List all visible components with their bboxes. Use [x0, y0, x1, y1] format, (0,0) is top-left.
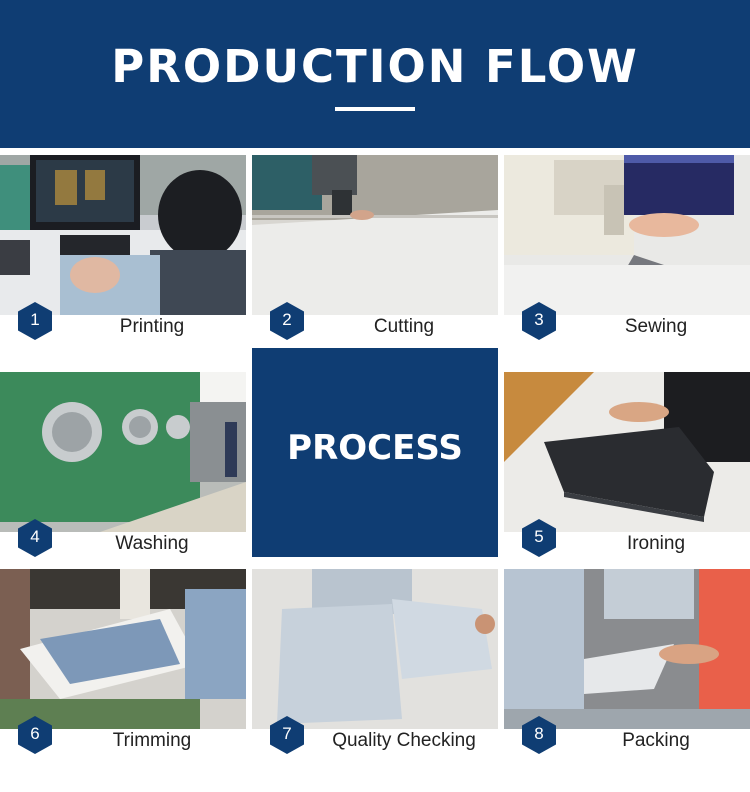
header-banner: PRODUCTION FLOW	[0, 0, 750, 148]
step-number: 3	[534, 310, 544, 329]
step-label: Printing	[119, 316, 185, 337]
step-number-badge: 1	[18, 302, 52, 340]
packing-photo	[504, 569, 750, 729]
title-underline	[335, 107, 415, 111]
step-number: 6	[30, 724, 40, 743]
step-number: 1	[30, 310, 40, 329]
page-title: PRODUCTION FLOW	[111, 40, 639, 93]
computer-design-photo	[0, 155, 246, 315]
fabric-cutting-photo	[252, 155, 498, 315]
step-caption-row: 6 Trimming	[0, 716, 246, 759]
step-caption-row: 3 Sewing	[504, 302, 750, 347]
step-number-badge: 7	[270, 716, 304, 754]
step-caption-row: 5 Ironing	[504, 519, 750, 557]
sewing-machine-photo	[504, 155, 750, 315]
process-center-box: PROCESS	[252, 348, 498, 557]
step-caption-row: 7 Quality Checking	[252, 716, 498, 759]
step-number: 8	[534, 724, 544, 743]
process-label: PROCESS	[287, 428, 463, 468]
step-caption-row: 1 Printing	[0, 302, 246, 347]
step-card-packing: 8 Packing	[504, 569, 750, 759]
step-label: Trimming	[112, 730, 192, 751]
step-number: 5	[534, 527, 544, 546]
step-number: 2	[282, 310, 292, 329]
quality-check-photo	[252, 569, 498, 729]
step-card-cutting: 2 Cutting	[252, 155, 498, 347]
trimming-photo	[0, 569, 246, 729]
industrial-washer-photo	[0, 372, 246, 532]
step-number-badge: 4	[18, 519, 52, 557]
step-label: Packing	[622, 730, 690, 751]
step-caption-row: 4 Washing	[0, 519, 246, 557]
step-card-trimming: 6 Trimming	[0, 569, 246, 759]
step-card-washing: 4 Washing	[0, 372, 246, 557]
step-caption-row: 2 Cutting	[252, 302, 498, 347]
step-label: Ironing	[626, 533, 686, 554]
step-card-quality-checking: 7 Quality Checking	[252, 569, 498, 759]
step-number: 7	[282, 724, 292, 743]
step-number-badge: 8	[522, 716, 556, 754]
step-card-printing: 1 Printing	[0, 155, 246, 347]
ironing-photo	[504, 372, 750, 532]
step-label: Quality Checking	[332, 730, 476, 751]
step-number: 4	[30, 527, 40, 546]
step-label: Sewing	[624, 316, 688, 337]
step-number-badge: 6	[18, 716, 52, 754]
step-number-badge: 5	[522, 519, 556, 557]
step-label: Washing	[115, 533, 189, 554]
step-number-badge: 2	[270, 302, 304, 340]
step-label: Cutting	[373, 316, 435, 337]
step-caption-row: 8 Packing	[504, 716, 750, 759]
step-card-sewing: 3 Sewing	[504, 155, 750, 347]
step-card-ironing: 5 Ironing	[504, 372, 750, 557]
step-number-badge: 3	[522, 302, 556, 340]
